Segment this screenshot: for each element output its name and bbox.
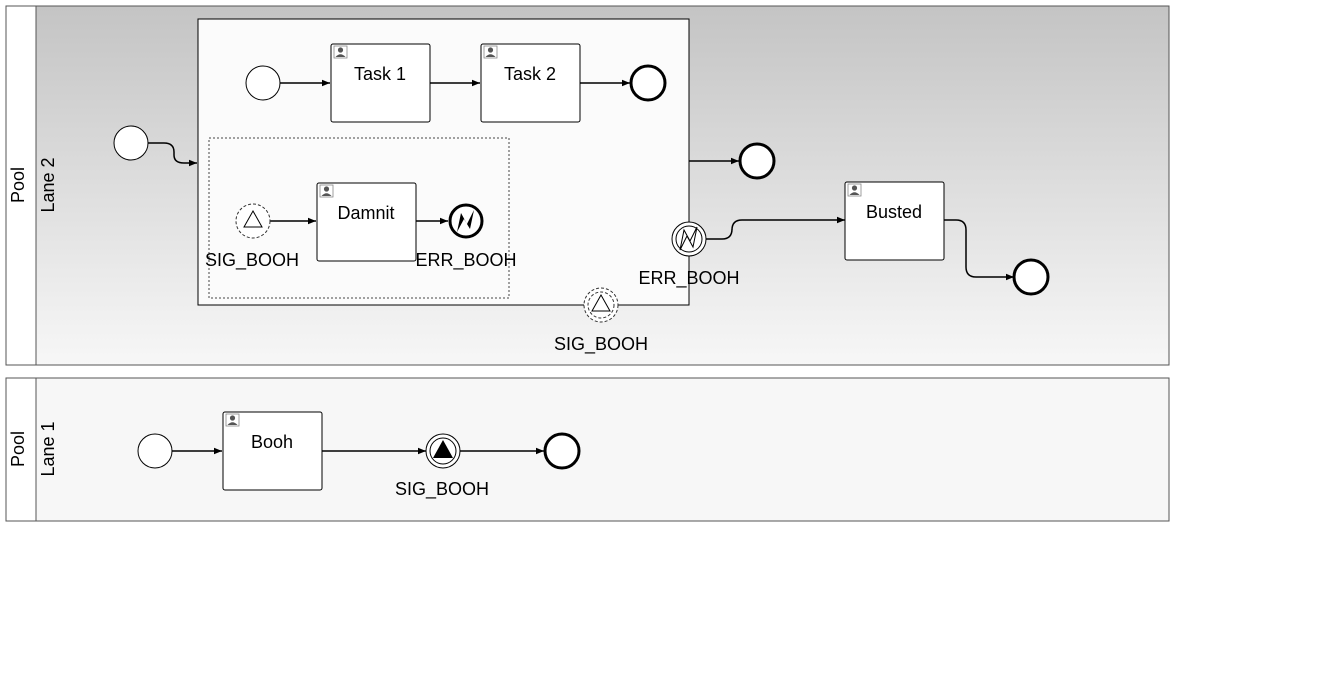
user-icon [319, 184, 334, 198]
end-event-after-subprocess[interactable] [738, 142, 776, 180]
boundary-error-event-label: ERR_BOOH [638, 268, 739, 289]
lane-1-box [35, 377, 1170, 522]
error-icon [457, 210, 474, 232]
signal-start-event[interactable] [235, 203, 271, 239]
task-damnit[interactable]: Damnit [316, 182, 417, 262]
task-label: Task 1 [354, 64, 406, 84]
boundary-signal-event-label: SIG_BOOH [554, 334, 648, 355]
end-event-after-busted[interactable] [1012, 258, 1050, 296]
signal-start-event-label: SIG_BOOH [205, 250, 299, 271]
error-end-event-label: ERR_BOOH [415, 250, 516, 271]
signal-icon [243, 209, 263, 228]
signal-icon [433, 440, 453, 458]
boundary-error-event[interactable] [671, 221, 707, 257]
signal-throw-event-label: SIG_BOOH [395, 479, 489, 500]
lane-1-label: Lane 1 [38, 421, 58, 476]
flow-busted-to-end[interactable] [944, 219, 1014, 281]
start-event[interactable] [113, 125, 149, 161]
lane-2-label: Lane 2 [38, 157, 58, 212]
subprocess-end-event[interactable] [629, 64, 667, 102]
task-booh[interactable]: Booh [222, 411, 323, 491]
user-icon [483, 45, 498, 59]
task-task2[interactable]: Task 2 [480, 43, 581, 123]
subprocess-start-event[interactable] [245, 65, 281, 101]
event-subprocess[interactable] [208, 137, 510, 299]
pool-lane-1: Pool Lane 1 [5, 377, 1170, 522]
user-icon [847, 183, 862, 197]
user-icon [225, 413, 240, 427]
pool-2-label: Pool [8, 167, 28, 203]
task-label: Task 2 [504, 64, 556, 84]
task-label: Damnit [337, 203, 394, 223]
signal-icon [591, 293, 611, 312]
lane1-start-event[interactable] [137, 433, 173, 469]
subprocess[interactable] [197, 18, 690, 306]
task-label: Booh [251, 432, 293, 452]
pool-1-label: Pool [8, 431, 28, 467]
boundary-signal-event[interactable] [583, 287, 619, 323]
sequence-flows [148, 79, 1014, 455]
task-busted[interactable]: Busted [844, 181, 945, 261]
error-end-event[interactable] [448, 203, 484, 239]
task-task1[interactable]: Task 1 [330, 43, 431, 123]
signal-throw-event[interactable] [425, 433, 461, 469]
error-icon [679, 226, 698, 251]
task-label: Busted [866, 202, 922, 222]
lane1-end-event[interactable] [543, 432, 581, 470]
flow-boundary-error-to-busted[interactable] [706, 216, 845, 240]
user-icon [333, 45, 348, 59]
flow-start-to-subprocess[interactable] [148, 142, 197, 167]
